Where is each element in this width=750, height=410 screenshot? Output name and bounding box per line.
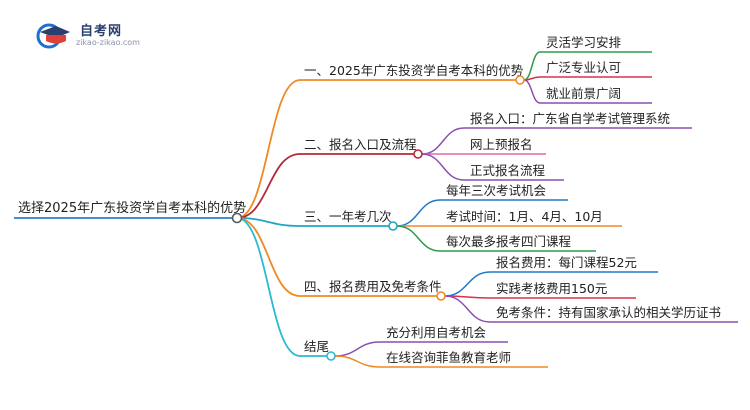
leaf-label: 实践考核费用150元: [496, 281, 607, 296]
leaf-label: 报名费用：每门课程52元: [496, 255, 637, 270]
root-node-circle: [231, 212, 243, 224]
leaf-label: 就业前景广阔: [546, 86, 621, 101]
brand-logo: 自考网 zikao-zikao.com: [36, 18, 146, 50]
brand-name: 自考网: [80, 24, 123, 39]
leaf-connector: [444, 295, 491, 323]
branch-label: 二、报名入口及流程: [304, 137, 417, 152]
graduation-cap-icon: [36, 23, 70, 49]
leaf-connector: [421, 127, 465, 155]
leaf-label: 网上预报名: [470, 137, 533, 152]
leaf-connector: [396, 199, 441, 227]
branch-node-circle: [326, 351, 336, 361]
branch-node-circle: [436, 291, 446, 301]
leaf-connector: [396, 225, 441, 252]
leaf-label: 每年三次考试机会: [446, 183, 547, 198]
branch-label: 结尾: [304, 339, 329, 354]
leaf-connector: [523, 79, 541, 104]
leaf-label: 充分利用自考机会: [386, 325, 487, 340]
branch-connector: [236, 153, 301, 219]
leaf-label: 广泛专业认可: [546, 60, 621, 75]
brand-url: zikao-zikao.com: [76, 38, 140, 47]
branch-connector: [236, 217, 301, 297]
leaf-label: 报名入口：广东省自学考试管理系统: [470, 111, 670, 126]
leaf-connector: [334, 355, 381, 368]
leaf-label: 在线咨询菲鱼教育老师: [386, 350, 511, 365]
branch-node-circle: [388, 221, 398, 231]
leaf-connector: [334, 341, 381, 357]
branch-label: 一、2025年广东投资学自考本科的优势: [304, 63, 524, 78]
leaf-connector: [523, 51, 541, 81]
branch-connector: [236, 217, 301, 357]
branch-node-circle: [413, 149, 423, 159]
branch-connector: [236, 217, 301, 227]
leaf-connector: [444, 271, 491, 297]
leaf-label: 灵活学习安排: [546, 35, 622, 50]
leaf-label: 免考条件：持有国家承认的相关学历证书: [496, 305, 721, 320]
leaf-label: 正式报名流程: [470, 163, 546, 178]
branch-node-circle: [515, 75, 525, 85]
root-topic: 选择2025年广东投资学自考本科的优势: [18, 200, 246, 216]
branch-label: 三、一年考几次: [304, 209, 392, 224]
branch-label: 四、报名费用及免考条件: [304, 279, 442, 294]
leaf-label: 每次最多报考四门课程: [446, 234, 572, 249]
branch-connector: [236, 79, 301, 219]
leaf-label: 考试时间：1月、4月、10月: [446, 209, 603, 224]
leaf-connector: [421, 153, 465, 181]
